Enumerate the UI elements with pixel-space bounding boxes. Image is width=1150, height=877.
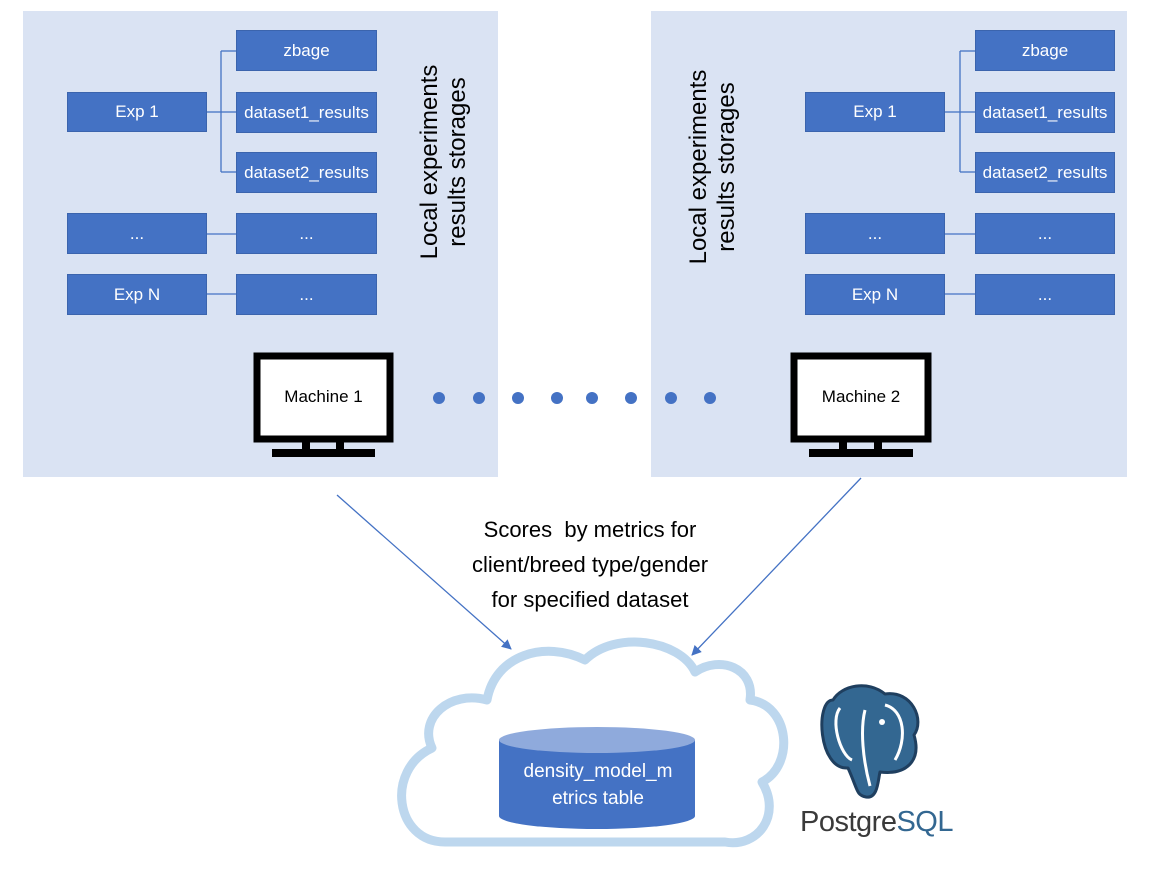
left-exp-n-result: ...: [236, 274, 377, 315]
flow-description: Scores by metrics for client/breed type/…: [440, 512, 740, 617]
postgresql-logo-suffix: SQL: [896, 806, 953, 838]
right-storage-label-line-1: Local experiments: [685, 69, 712, 265]
right-exp-n-box: Exp N: [805, 274, 945, 315]
flow-description-line-3: for specified dataset: [491, 587, 689, 612]
right-tree-connectors: [945, 50, 975, 295]
database-cylinder-icon: [499, 727, 695, 829]
left-tree-connectors: [207, 50, 236, 295]
left-exp-1-box: Exp 1: [67, 92, 207, 132]
database-table-label-line-2: etrics table: [552, 788, 644, 809]
ellipsis-dots: [433, 392, 716, 404]
database-table-label: density_model_m etrics table: [500, 758, 696, 812]
right-exp-1-box: Exp 1: [805, 92, 945, 132]
arrow-left: [336, 494, 512, 650]
flow-description-line-2: client/breed type/gender: [471, 552, 709, 577]
right-exp-1-result-dataset2: dataset2_results: [975, 152, 1115, 193]
left-exp-1-result-dataset1: dataset1_results: [236, 92, 377, 133]
flow-description-line-1: Scores by metrics for: [483, 517, 697, 542]
left-storage-label-line-2: results storages: [444, 77, 471, 247]
left-storage-label-line-1: Local experiments: [416, 64, 443, 260]
postgresql-logo-text: PostgreSQL: [800, 806, 953, 839]
machine-2-label: Machine 2: [821, 387, 901, 406]
machine-1-label: Machine 1: [284, 387, 363, 406]
right-storage-label-line-2: results storages: [713, 82, 740, 252]
left-exp-n-box: Exp N: [67, 274, 207, 315]
postgresql-elephant-icon: [820, 684, 920, 799]
right-exp-ellipsis-box: ...: [805, 213, 945, 254]
right-exp-1-result-zbage: zbage: [975, 30, 1115, 71]
right-exp-n-result: ...: [975, 274, 1115, 315]
monitor-2-icon: [790, 352, 932, 457]
monitor-1-icon: [253, 352, 394, 457]
postgresql-logo-prefix: Postgre: [800, 806, 897, 838]
right-exp-1-result-dataset1: dataset1_results: [975, 92, 1115, 133]
database-table-label-line-1: density_model_m: [523, 761, 673, 782]
left-exp-ellipsis-result: ...: [236, 213, 377, 254]
arrow-right: [691, 477, 862, 656]
left-exp-1-result-dataset2: dataset2_results: [236, 152, 377, 193]
left-exp-ellipsis-box: ...: [67, 213, 207, 254]
left-exp-1-result-zbage: zbage: [236, 30, 377, 71]
right-exp-ellipsis-result: ...: [975, 213, 1115, 254]
